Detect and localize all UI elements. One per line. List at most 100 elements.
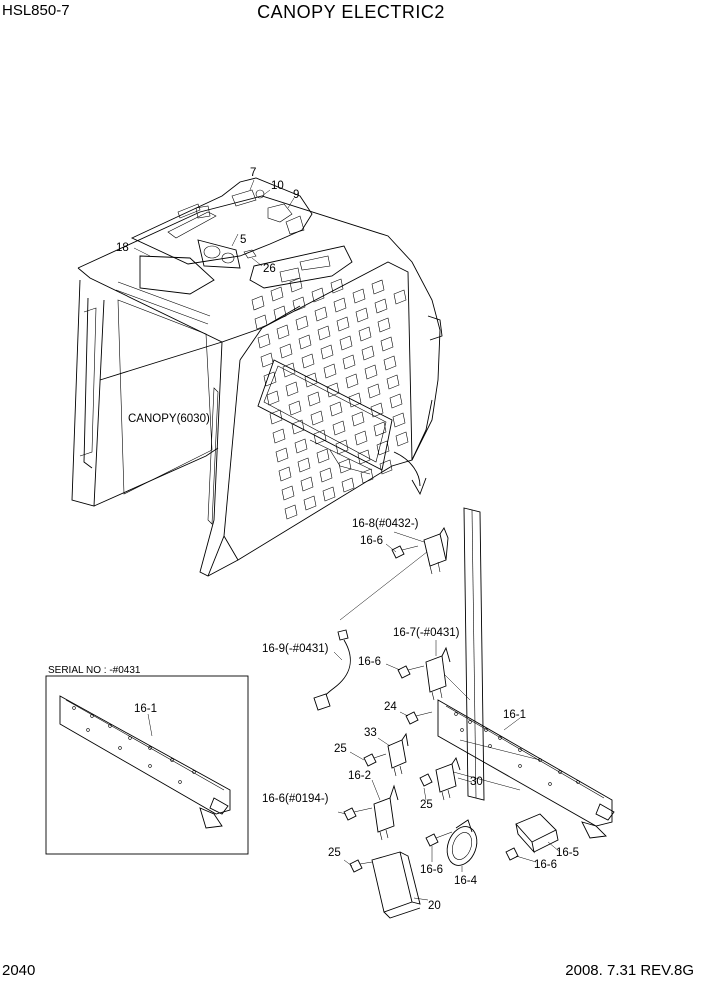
callout-16-6-c: 16-6 bbox=[420, 864, 443, 876]
relay-16-8 bbox=[391, 527, 449, 575]
mounting-hole bbox=[488, 744, 492, 748]
mesh-cell bbox=[383, 355, 397, 371]
page-title: CANOPY ELECTRIC2 bbox=[257, 2, 445, 22]
mesh-cell bbox=[322, 486, 336, 502]
callout-16-2: 16-2 bbox=[348, 770, 371, 782]
mesh-cell bbox=[272, 428, 286, 444]
callout-16-6-0194: 16-6(#0194-) bbox=[262, 793, 329, 805]
relay-30 bbox=[419, 756, 461, 801]
callout-9: 9 bbox=[293, 189, 299, 201]
mesh-cell bbox=[295, 315, 309, 331]
mesh-cell bbox=[354, 430, 368, 446]
mesh-cell bbox=[335, 439, 349, 455]
inset-plate bbox=[59, 695, 231, 829]
mesh-cell bbox=[273, 305, 287, 321]
mesh-cell bbox=[360, 468, 374, 484]
mesh-cell bbox=[251, 295, 265, 311]
mesh-cell bbox=[320, 344, 334, 360]
callout-25-a: 25 bbox=[334, 743, 347, 755]
mounting-hole bbox=[148, 764, 152, 768]
callout-16-7: 16-7(-#0431) bbox=[393, 627, 460, 639]
mesh-cell bbox=[281, 485, 295, 501]
mesh-cell bbox=[333, 297, 347, 313]
leader-lines bbox=[133, 179, 561, 901]
mesh-cell bbox=[260, 352, 274, 368]
controller-20 bbox=[349, 851, 421, 919]
model-number: HSL850-7 bbox=[2, 2, 70, 19]
mounting-hole bbox=[498, 736, 502, 740]
callout-16-1: 16-1 bbox=[503, 709, 526, 721]
mesh-cell bbox=[276, 324, 290, 340]
mounting-hole bbox=[454, 712, 458, 716]
mounting-hole bbox=[518, 764, 522, 768]
mesh-cell bbox=[352, 288, 366, 304]
callout-33: 33 bbox=[364, 727, 377, 739]
mesh-cell bbox=[316, 448, 330, 464]
mesh-cell bbox=[319, 467, 333, 483]
relay-16-2 bbox=[343, 784, 399, 841]
mounting-hole bbox=[460, 728, 464, 732]
mesh-cell bbox=[314, 306, 328, 322]
callout-24: 24 bbox=[384, 701, 397, 713]
mesh-cell bbox=[254, 314, 268, 330]
inset-callout-16-1: 16-1 bbox=[134, 703, 157, 715]
callout-25-c: 25 bbox=[328, 847, 341, 859]
mesh-cell bbox=[342, 354, 356, 370]
mounting-hole bbox=[548, 782, 552, 786]
callout-16-6-d: 16-6 bbox=[534, 859, 557, 871]
mesh-cell bbox=[300, 476, 314, 492]
mesh-cell bbox=[304, 372, 318, 388]
mounting-hole bbox=[192, 770, 196, 774]
mesh-cell bbox=[336, 316, 350, 332]
mesh-cell bbox=[380, 336, 394, 352]
callout-25-b: 25 bbox=[420, 799, 433, 811]
mounting-plate bbox=[339, 507, 615, 839]
mesh-cell bbox=[263, 371, 277, 387]
inset-serial-label: SERIAL NO : -#0431 bbox=[48, 665, 141, 676]
callout-16-4: 16-4 bbox=[454, 875, 478, 887]
mesh-cell bbox=[284, 504, 298, 520]
relay-33 bbox=[363, 732, 409, 777]
mesh-cell bbox=[285, 381, 299, 397]
mesh-cell bbox=[270, 286, 284, 302]
mesh-cell bbox=[282, 362, 296, 378]
callout-30: 30 bbox=[470, 776, 483, 788]
module-16-5 bbox=[505, 813, 559, 861]
mounting-hole bbox=[558, 770, 562, 774]
callout-16-5: 16-5 bbox=[556, 847, 579, 859]
mesh-cell bbox=[332, 420, 346, 436]
mesh-cell bbox=[389, 393, 403, 409]
mesh-cell bbox=[279, 343, 293, 359]
mesh-panel bbox=[257, 359, 393, 475]
mesh-cell bbox=[371, 279, 385, 295]
callout-26: 26 bbox=[263, 263, 276, 275]
mesh-cell bbox=[301, 353, 315, 369]
canopy-mesh bbox=[251, 277, 409, 520]
mesh-cell bbox=[313, 429, 327, 445]
mesh-cell bbox=[297, 457, 311, 473]
mesh-cell bbox=[339, 335, 353, 351]
mounting-hole bbox=[484, 728, 488, 732]
mesh-cell bbox=[386, 374, 400, 390]
mesh-cell bbox=[348, 392, 362, 408]
mesh-cell bbox=[278, 466, 292, 482]
mounting-hole bbox=[148, 746, 152, 750]
mesh-cell bbox=[355, 307, 369, 323]
mesh-cell bbox=[361, 345, 375, 361]
callout-10: 10 bbox=[271, 180, 284, 192]
mounting-hole bbox=[576, 780, 580, 784]
mesh-cell bbox=[373, 421, 387, 437]
mesh-cell bbox=[374, 298, 388, 314]
mounting-hole bbox=[170, 758, 174, 762]
mesh-cell bbox=[367, 383, 381, 399]
mesh-cell bbox=[288, 400, 302, 416]
mesh-cell bbox=[393, 289, 407, 305]
mounting-hole bbox=[178, 780, 182, 784]
callout-canopy: CANOPY(6030) bbox=[128, 413, 210, 425]
callout-7: 7 bbox=[250, 167, 256, 179]
roof-console bbox=[115, 177, 353, 325]
mounting-hole bbox=[72, 706, 76, 710]
mesh-cell bbox=[289, 277, 303, 293]
mesh-cell bbox=[307, 391, 321, 407]
